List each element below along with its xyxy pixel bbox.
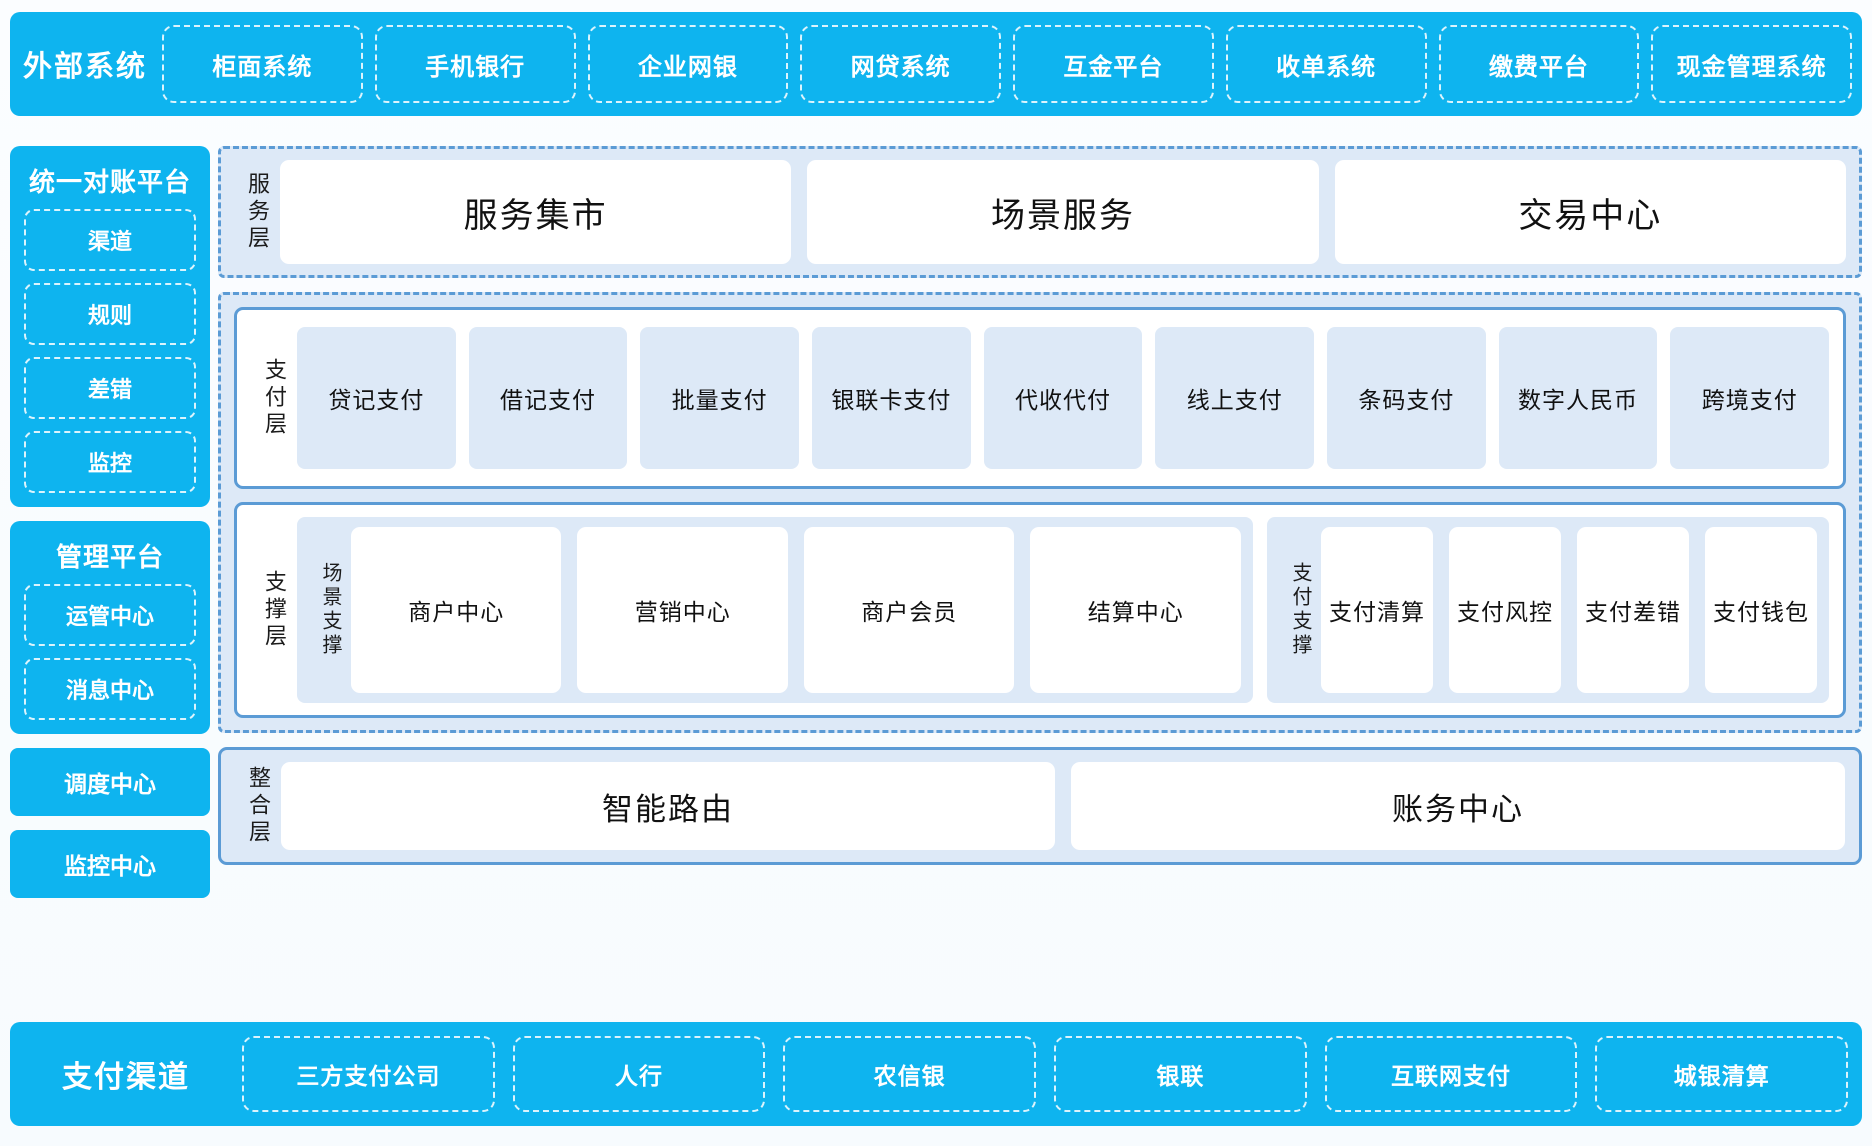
payment-channel-item[interactable]: 城银清算 [1595,1036,1849,1112]
payment-support-card[interactable]: 支付清算 [1320,527,1433,693]
dispatch-center-button[interactable]: 调度中心 [10,748,210,816]
mgmt-platform-title: 管理平台 [55,542,164,572]
scene-support-group: 场景支撑 商户中心 营销中心 商户会员 结算中心 [297,517,1253,703]
payment-support-label: 支付支撑 [1288,562,1311,658]
main-layers: 服务层 服务集市 场景服务 交易中心 支付层 贷记支付 借记支付 批量支付 银联… [218,146,1862,865]
service-layer: 服务层 服务集市 场景服务 交易中心 [218,146,1862,278]
payment-layer-card[interactable]: 代收代付 [983,327,1143,469]
scene-support-card[interactable]: 商户会员 [803,527,1015,693]
scene-support-cards: 商户中心 营销中心 商户会员 结算中心 [351,527,1241,693]
scene-support-card[interactable]: 结算中心 [1030,527,1241,693]
payment-layer: 支付层 贷记支付 借记支付 批量支付 银联卡支付 代收代付 线上支付 条码支付 … [234,307,1846,489]
service-layer-cards: 服务集市 场景服务 交易中心 [280,160,1846,264]
payment-layer-card[interactable]: 贷记支付 [297,327,456,469]
payment-layer-card[interactable]: 批量支付 [640,327,800,469]
external-system-item[interactable]: 网贷系统 [800,25,1001,103]
external-system-item[interactable]: 企业网银 [587,25,789,103]
external-system-item[interactable]: 柜面系统 [162,25,363,103]
mgmt-platform-item[interactable]: 运管中心 [24,584,196,646]
payment-layer-card[interactable]: 线上支付 [1155,327,1315,469]
service-layer-card[interactable]: 场景服务 [807,160,1319,264]
scene-support-label: 场景支撑 [319,562,341,658]
recon-platform-item[interactable]: 规则 [24,283,196,345]
payment-channels-bar: 支付渠道 三方支付公司 人行 农信银 银联 互联网支付 城银清算 [10,1022,1862,1126]
service-layer-card[interactable]: 服务集市 [280,160,792,264]
service-layer-label: 服务层 [245,171,270,253]
payment-channel-item[interactable]: 互联网支付 [1324,1036,1578,1112]
external-systems-list: 柜面系统 手机银行 企业网银 网贷系统 互金平台 收单系统 缴费平台 现金管理系… [160,12,1862,116]
integration-layer-label: 整合层 [246,765,271,847]
scene-support-card[interactable]: 营销中心 [577,527,788,693]
payment-layer-card[interactable]: 借记支付 [468,327,628,469]
payment-layer-card[interactable]: 条码支付 [1327,327,1486,469]
mgmt-platform-item[interactable]: 消息中心 [24,658,196,720]
support-layer: 支撑层 场景支撑 商户中心 营销中心 商户会员 结算中心 支付支撑 [234,502,1846,718]
recon-platform-title: 统一对账平台 [28,167,191,197]
external-system-item[interactable]: 收单系统 [1225,25,1427,103]
scene-support-card[interactable]: 商户中心 [351,527,562,693]
external-systems-title: 外部系统 [22,51,147,83]
integration-layer-card[interactable]: 账务中心 [1071,762,1845,850]
payment-layer-card[interactable]: 数字人民币 [1498,327,1658,469]
integration-layer-cards: 智能路由 账务中心 [281,762,1845,850]
payment-layer-label: 支付层 [262,357,287,439]
payment-channel-item[interactable]: 三方支付公司 [242,1036,495,1112]
integration-layer: 整合层 智能路由 账务中心 [218,747,1862,865]
support-layer-groups: 场景支撑 商户中心 营销中心 商户会员 结算中心 支付支撑 支付清算 支付风控 [297,517,1829,703]
recon-platform-item[interactable]: 差错 [24,357,196,419]
payment-support-card[interactable]: 支付风控 [1448,527,1561,693]
payment-layer-card[interactable]: 跨境支付 [1670,327,1830,469]
external-system-item[interactable]: 互金平台 [1013,25,1214,103]
payment-channels-title: 支付渠道 [62,1061,190,1094]
left-sidebar: 统一对账平台 渠道 规则 差错 监控 管理平台 运管中心 消息中心 调度中心 监… [10,146,210,912]
service-layer-card[interactable]: 交易中心 [1334,160,1846,264]
payment-channel-item[interactable]: 银联 [1054,1036,1307,1112]
payment-channels-list: 三方支付公司 人行 农信银 银联 互联网支付 城银清算 [242,1022,1862,1126]
recon-platform-item[interactable]: 渠道 [24,209,196,271]
recon-platform-item[interactable]: 监控 [24,431,196,493]
payment-support-card[interactable]: 支付钱包 [1705,527,1818,693]
payment-layer-cards: 贷记支付 借记支付 批量支付 银联卡支付 代收代付 线上支付 条码支付 数字人民… [297,322,1830,474]
payment-channel-item[interactable]: 人行 [512,1036,766,1112]
external-systems-bar: 外部系统 柜面系统 手机银行 企业网银 网贷系统 互金平台 收单系统 缴费平台 … [10,12,1862,116]
recon-platform-panel: 统一对账平台 渠道 规则 差错 监控 [10,146,210,507]
external-system-item[interactable]: 手机银行 [374,25,576,103]
payment-support-group: 支付支撑 支付清算 支付风控 支付差错 支付钱包 [1266,517,1829,703]
external-system-item[interactable]: 缴费平台 [1438,25,1640,103]
monitor-center-button[interactable]: 监控中心 [10,830,210,898]
integration-layer-card[interactable]: 智能路由 [281,762,1055,850]
payment-channel-item[interactable]: 农信银 [783,1036,1037,1112]
payment-support-card[interactable]: 支付差错 [1576,527,1689,693]
mgmt-platform-panel: 管理平台 运管中心 消息中心 [10,521,210,734]
support-layer-label: 支撑层 [262,569,287,651]
payment-layer-card[interactable]: 银联卡支付 [812,327,971,469]
external-system-item[interactable]: 现金管理系统 [1651,25,1852,103]
core-platform-group: 支付层 贷记支付 借记支付 批量支付 银联卡支付 代收代付 线上支付 条码支付 … [218,292,1862,733]
payment-support-cards: 支付清算 支付风控 支付差错 支付钱包 [1320,527,1818,693]
